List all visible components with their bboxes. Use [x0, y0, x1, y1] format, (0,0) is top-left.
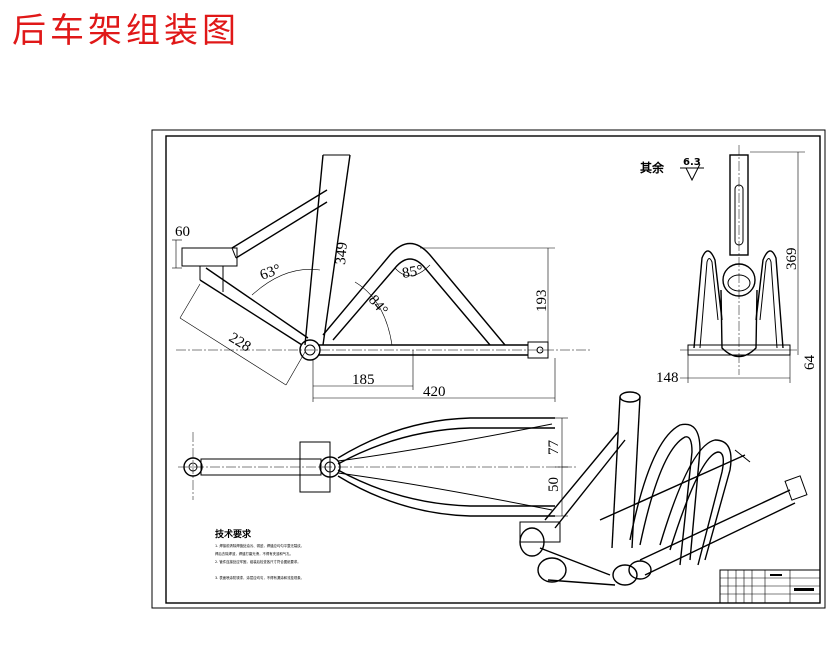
dim-top-width-50: 50 [546, 477, 562, 492]
page-title: 后车架组装图 [12, 11, 240, 51]
dim-horizontal-420: 420 [423, 384, 446, 400]
dim-horizontal-185: 185 [352, 372, 375, 388]
roughness-label: 其余 [640, 160, 665, 175]
dim-seatstay-length: 228 [226, 330, 254, 355]
dim-rear-height: 369 [784, 248, 800, 271]
rear-view: 369 148 64 [656, 145, 818, 386]
tech-req-line: 2. 管件连接处应牢固，组装后检查各尺寸符合图纸要求。 [215, 559, 301, 564]
dim-side-height: 60 [175, 224, 190, 240]
surface-roughness-note: 其余 6.3 [640, 157, 704, 182]
side-view: 60 349 63° 84° 85° 228 193 185 420 [172, 154, 590, 402]
roughness-value: 6.3 [683, 157, 701, 168]
dim-rear-width: 148 [656, 370, 679, 386]
tech-req-heading: 技术要求 [215, 528, 252, 540]
dim-rear-small: 64 [802, 355, 818, 371]
sheet-inner-border [165, 135, 821, 604]
tech-req-line: 3. 表面喷涂防锈漆，涂层应均匀，不得有漏涂和流挂现象。 [215, 575, 304, 580]
top-view: 77 50 [178, 417, 576, 517]
dim-top-width-77: 77 [546, 440, 562, 456]
dim-rise-height: 193 [534, 290, 550, 313]
technical-requirements: 技术要求 1. 焊接前清除焊缝处油污、锈迹，焊缝应均匀平整无裂纹。 焊后去除焊渣… [215, 528, 304, 580]
sheet-outer-border [151, 129, 826, 609]
tech-req-line: 1. 焊接前清除焊缝处油污、锈迹，焊缝应均匀平整无裂纹。 [215, 543, 304, 548]
isometric-view [519, 391, 808, 586]
dim-angle-chainstay: 84° [365, 292, 391, 318]
roughness-symbol [680, 163, 704, 182]
tech-req-line: 焊后去除焊渣，焊缝打磨光滑，不得有夹渣和气孔。 [215, 551, 293, 556]
dim-seat-tube-length: 349 [333, 242, 351, 266]
dim-angle-top: 85° [401, 263, 424, 282]
dim-angle-seat: 63° [258, 262, 283, 284]
title-block [719, 569, 821, 604]
